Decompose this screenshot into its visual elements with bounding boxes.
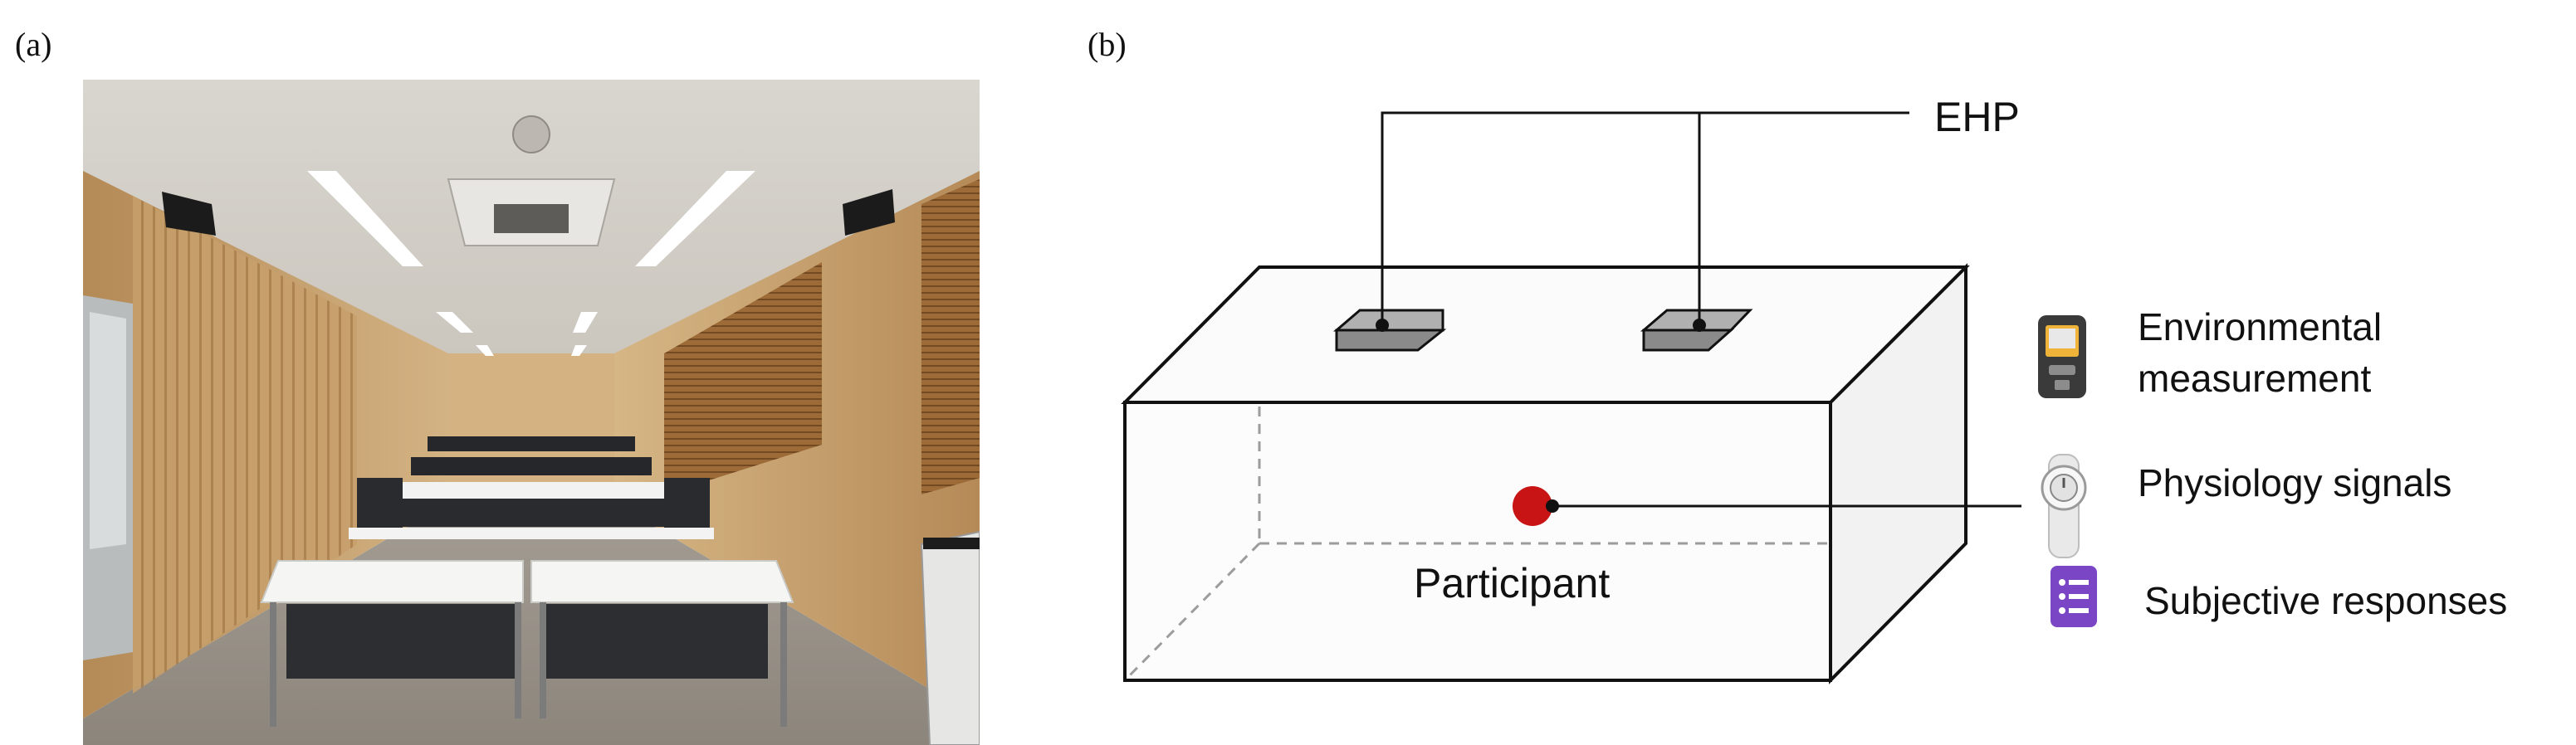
room-box-top-face <box>1121 265 1970 404</box>
ehp-dot-right <box>1693 319 1706 332</box>
legend-environmental-line2: measurement <box>2138 357 2371 400</box>
handheld-meter-icon <box>2038 315 2086 398</box>
panel-label-b: (b) <box>1088 26 1127 63</box>
room-box-front-face <box>1123 401 1832 682</box>
ehp-leader-right <box>1698 111 1909 325</box>
participant-dot <box>1513 486 1552 526</box>
ehp-dot-left <box>1376 319 1389 332</box>
legend-physiology: Physiology signals <box>2138 461 2451 504</box>
participant-label: Participant <box>1414 560 1610 606</box>
classroom-photo <box>83 80 980 745</box>
ehp-leader-left <box>1381 111 1702 325</box>
ehp-label: EHP <box>1934 94 2020 140</box>
survey-form-icon <box>2051 566 2097 627</box>
smartwatch-icon <box>2041 454 2087 558</box>
participant-dot-connector <box>1546 499 1559 513</box>
panel-label-a: (a) <box>15 26 52 63</box>
legend-environmental-line1: Environmental <box>2138 305 2382 348</box>
legend-subjective: Subjective responses <box>2144 579 2507 622</box>
ehp-unit-left-side <box>1332 309 1444 332</box>
